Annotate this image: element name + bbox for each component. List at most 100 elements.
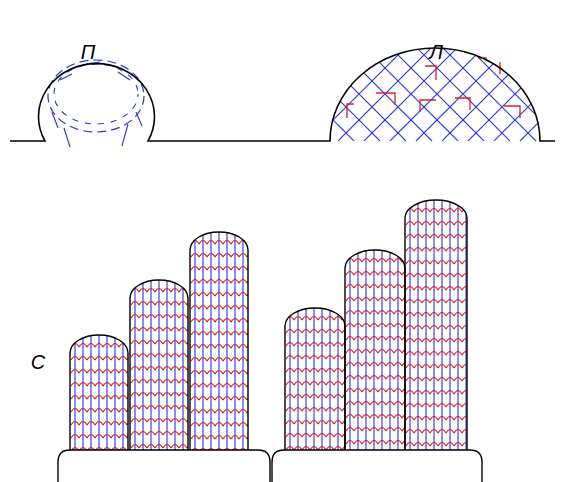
hatch-line	[442, 21, 562, 141]
hatch-line	[338, 21, 458, 141]
blue-strand	[218, 232, 219, 450]
blue-strand	[242, 232, 243, 450]
red-arc-row	[406, 261, 470, 265]
red-arc-row	[191, 436, 255, 440]
red-arc-row	[71, 357, 135, 361]
red-arc-row	[131, 354, 195, 358]
red-arc-row	[71, 409, 135, 413]
hatch-line	[286, 21, 406, 141]
hatch-line	[390, 21, 510, 141]
red-arc-row	[131, 380, 195, 384]
red-arc-row	[346, 441, 410, 445]
blue-strand	[182, 280, 183, 450]
blue-strand	[90, 335, 91, 450]
red-arc-row	[191, 410, 255, 414]
red-arc-row	[191, 358, 255, 362]
blue-strand	[158, 280, 159, 450]
red-arc-row	[191, 384, 255, 388]
red-arc-row	[286, 395, 350, 399]
hatch-line	[312, 21, 432, 141]
red-arc-row	[406, 417, 470, 421]
red-arc-row	[286, 330, 350, 334]
fibre	[52, 112, 58, 128]
hatch-line	[520, 21, 567, 141]
red-arc-row	[131, 419, 195, 423]
red-arc-row	[406, 222, 470, 226]
column-fill	[406, 200, 470, 450]
hatch-line	[234, 21, 354, 141]
red-arc-row	[191, 306, 255, 310]
red-arc-row	[346, 350, 410, 354]
blue-strand	[82, 335, 83, 450]
hatch-line	[416, 21, 536, 141]
red-arc-row	[191, 332, 255, 336]
hatch-line	[468, 21, 567, 141]
fibre	[122, 124, 128, 146]
fibre-ring	[48, 60, 144, 132]
hatch-line	[286, 21, 406, 141]
hatch-line	[312, 21, 432, 141]
blue-strand	[114, 335, 115, 450]
red-arc-row	[191, 254, 255, 258]
red-arc-row	[286, 369, 350, 373]
column-outline	[405, 200, 467, 450]
blue-strand	[134, 280, 135, 450]
red-arc-row	[346, 428, 410, 432]
red-arc-row	[346, 311, 410, 315]
red-arc-row	[71, 383, 135, 387]
blue-strand	[202, 232, 203, 450]
blue-strand	[194, 232, 195, 450]
fibre	[136, 112, 142, 126]
red-arc-row	[346, 285, 410, 289]
hatch-line	[416, 21, 536, 141]
hatch-line	[390, 21, 510, 141]
red-arc-row	[286, 382, 350, 386]
red-arc-row	[346, 376, 410, 380]
blue-strand	[98, 335, 99, 450]
blue-strand	[234, 232, 235, 450]
red-arc-row	[191, 423, 255, 427]
column-outline	[130, 280, 188, 450]
red-arc-row	[346, 324, 410, 328]
blue-strand	[174, 280, 175, 450]
red-arc-row	[131, 393, 195, 397]
red-arc-row	[131, 315, 195, 319]
red-arc-row	[406, 365, 470, 369]
red-arc-row	[191, 345, 255, 349]
red-arc-row	[191, 267, 255, 271]
column-outline	[285, 308, 345, 450]
hatch-line	[546, 21, 567, 141]
column-fill	[286, 308, 350, 450]
dome-hatching	[130, 21, 567, 141]
red-arc-row	[406, 326, 470, 330]
red-arc-row	[71, 396, 135, 400]
red-arc-row	[346, 402, 410, 406]
hatch-line	[260, 21, 380, 141]
hatch-line	[494, 21, 567, 141]
fibre	[64, 128, 70, 147]
blue-strand	[226, 232, 227, 450]
red-arc-row	[286, 343, 350, 347]
column-base	[58, 450, 270, 482]
red-arc-row	[406, 235, 470, 239]
red-arc-row	[346, 389, 410, 393]
blue-strand	[74, 335, 75, 450]
red-arc-row	[71, 435, 135, 439]
red-arc-row	[286, 356, 350, 360]
red-arc-row	[346, 298, 410, 302]
hatch-line	[130, 21, 250, 141]
red-arc-row	[131, 341, 195, 345]
red-arc-row	[191, 397, 255, 401]
red-arc-row	[346, 363, 410, 367]
red-arc-row	[406, 352, 470, 356]
red-arc-row	[191, 280, 255, 284]
dome-marks	[347, 58, 520, 118]
red-arc-row	[406, 339, 470, 343]
region-label: С	[31, 352, 45, 372]
red-arc-row	[191, 371, 255, 375]
columns	[70, 200, 470, 452]
blue-strand	[166, 280, 167, 450]
red-arc-row	[131, 406, 195, 410]
